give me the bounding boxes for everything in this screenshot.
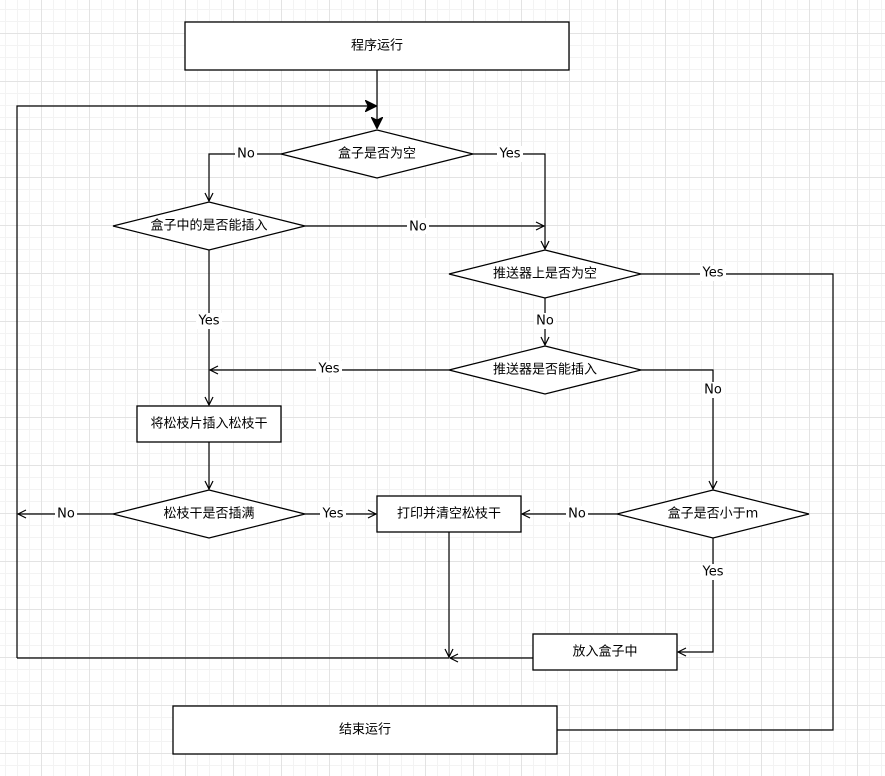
- svg-text:将松枝片插入松枝干: 将松枝片插入松枝干: [150, 417, 267, 432]
- edge-box-empty-yes: [473, 153, 545, 249]
- label-pusher-can-insert-no: No: [702, 382, 724, 398]
- svg-text:盒子是否为空: 盒子是否为空: [338, 146, 416, 162]
- svg-text:程序运行: 程序运行: [351, 39, 403, 54]
- label-box-empty-yes: Yes: [497, 146, 523, 162]
- label-box-empty-no: No: [235, 146, 257, 162]
- edge-loop-top: [16, 106, 376, 658]
- node-print-clear[interactable]: 打印并清空松枝干: [376, 495, 522, 533]
- svg-text:推送器是否能插入: 推送器是否能插入: [493, 363, 597, 378]
- svg-text:No: No: [409, 220, 427, 235]
- edge-pusher-empty-yes: [557, 273, 834, 731]
- node-put-in-box[interactable]: 放入盒子中: [532, 633, 678, 671]
- node-start[interactable]: 程序运行: [184, 21, 570, 71]
- node-pusher-can-insert-decision[interactable]: 推送器是否能插入: [448, 345, 642, 395]
- svg-text:盒子中的是否能插入: 盒子中的是否能插入: [150, 218, 267, 234]
- label-box-can-insert-no: No: [407, 218, 429, 235]
- svg-text:Yes: Yes: [318, 362, 340, 377]
- label-branch-full-yes: Yes: [320, 506, 346, 522]
- svg-text:盒子是否小于m: 盒子是否小于m: [668, 506, 759, 522]
- label-pusher-can-insert-yes: Yes: [316, 361, 342, 377]
- label-box-less-m-yes: Yes: [700, 564, 726, 580]
- svg-text:Yes: Yes: [198, 314, 220, 329]
- label-pusher-empty-no: No: [534, 313, 556, 329]
- svg-text:No: No: [536, 314, 554, 329]
- node-box-can-insert-decision[interactable]: 盒子中的是否能插入: [112, 201, 306, 251]
- label-box-can-insert-yes: Yes: [196, 313, 222, 329]
- svg-text:No: No: [237, 147, 255, 162]
- svg-text:No: No: [57, 507, 75, 522]
- svg-text:No: No: [568, 507, 586, 522]
- svg-text:Yes: Yes: [499, 147, 521, 162]
- label-branch-full-no: No: [55, 506, 77, 522]
- svg-text:推送器上是否为空: 推送器上是否为空: [493, 267, 597, 282]
- node-box-less-m-decision[interactable]: 盒子是否小于m: [616, 489, 810, 539]
- node-pusher-empty-decision[interactable]: 推送器上是否为空: [448, 249, 642, 299]
- edge-pusher-can-insert-no: [641, 369, 713, 489]
- node-branch-full-decision[interactable]: 松枝干是否插满: [112, 489, 306, 539]
- node-box-empty-decision[interactable]: 盒子是否为空: [280, 129, 474, 179]
- svg-text:松枝干是否插满: 松枝干是否插满: [163, 507, 254, 522]
- label-pusher-empty-yes: Yes: [700, 265, 726, 281]
- svg-text:No: No: [704, 383, 722, 398]
- svg-text:打印并清空松枝干: 打印并清空松枝干: [397, 507, 501, 522]
- svg-text:Yes: Yes: [702, 266, 724, 281]
- svg-text:结束运行: 结束运行: [339, 723, 391, 738]
- edges: [16, 70, 834, 731]
- edge-labels: No Yes No Yes Yes No Yes No No Yes No Ye…: [55, 146, 726, 580]
- svg-text:Yes: Yes: [702, 565, 724, 580]
- node-end[interactable]: 结束运行: [172, 705, 558, 755]
- label-box-less-m-no: No: [566, 506, 588, 522]
- svg-text:放入盒子中: 放入盒子中: [572, 644, 637, 660]
- node-insert-branch[interactable]: 将松枝片插入松枝干: [136, 405, 282, 443]
- svg-text:Yes: Yes: [322, 507, 344, 522]
- edge-box-less-m-yes: [678, 538, 714, 652]
